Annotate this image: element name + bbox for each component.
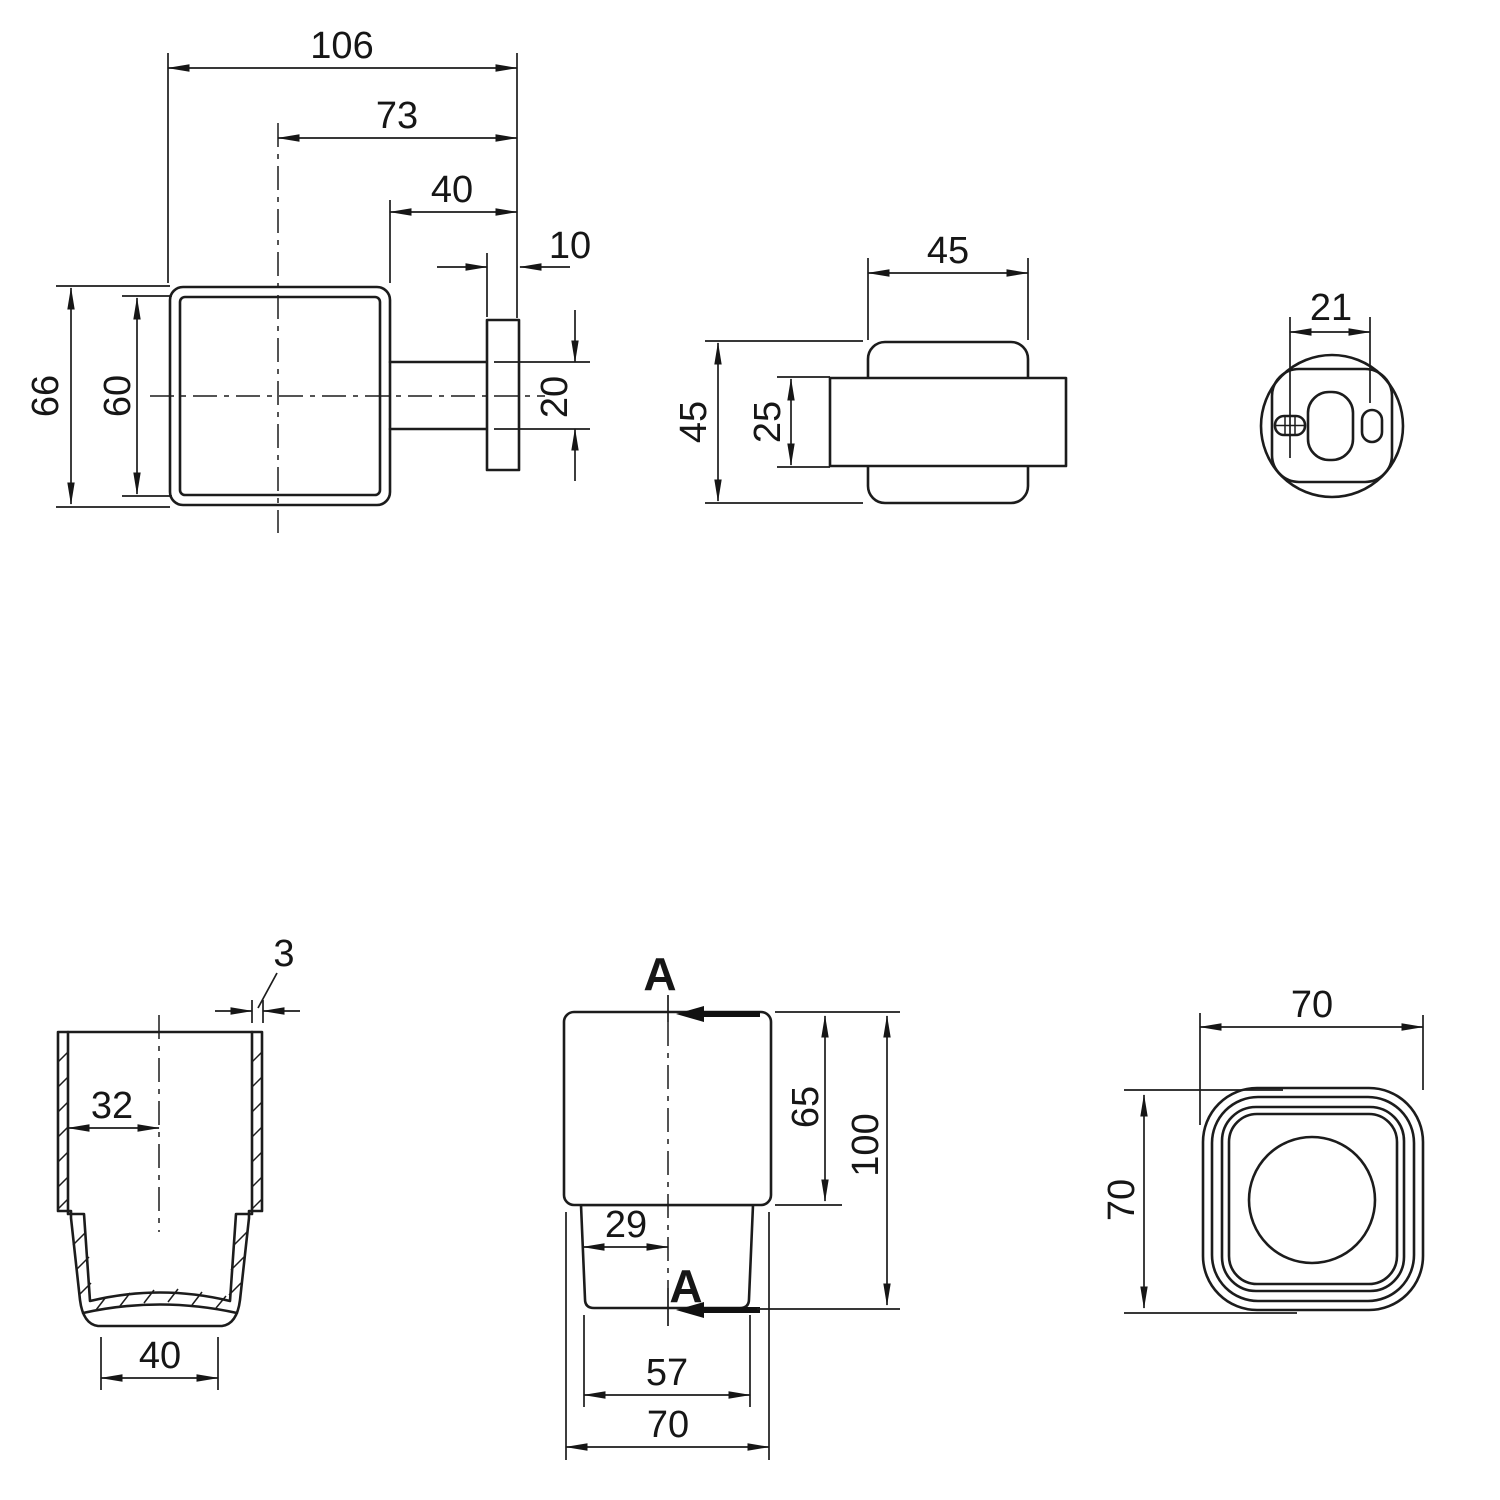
section-hatching bbox=[57, 1051, 263, 1311]
dim-label-70-top: 70 bbox=[1291, 984, 1333, 1026]
cup-top-opening bbox=[1227, 1112, 1399, 1286]
wall-plate-back-view: 21 bbox=[1259, 287, 1405, 499]
cup-bottom-arc bbox=[81, 1303, 239, 1315]
holder-side-view: 45 45 25 bbox=[673, 230, 1068, 505]
dim-label-100: 100 bbox=[845, 1113, 887, 1176]
side-slot bbox=[1360, 408, 1384, 444]
keyhole-slot bbox=[1306, 390, 1355, 462]
dim-label-65: 65 bbox=[785, 1086, 827, 1128]
section-label-bottom: A bbox=[669, 1260, 702, 1312]
dim-label-29: 29 bbox=[605, 1204, 647, 1246]
cup-elevation-view: A A 65 100 29 57 70 bbox=[562, 948, 900, 1460]
cup-section-view: 3 32 40 bbox=[56, 933, 300, 1390]
cup-outer-profile bbox=[56, 1030, 264, 1328]
section-label-top: A bbox=[643, 948, 676, 1000]
dim-label-45-width: 45 bbox=[927, 230, 969, 272]
cup-inner-profile bbox=[66, 1030, 254, 1303]
dim-label-70-left: 70 bbox=[1101, 1179, 1143, 1221]
dim-label-70-width: 70 bbox=[647, 1404, 689, 1446]
section-arrow-bottom bbox=[676, 1302, 760, 1318]
plate-outline-circle bbox=[1259, 353, 1405, 499]
arm-side bbox=[828, 376, 1068, 468]
dim-label-40: 40 bbox=[431, 169, 473, 211]
dim-label-60: 60 bbox=[97, 375, 139, 417]
dim-label-21: 21 bbox=[1310, 287, 1352, 329]
dim-label-73: 73 bbox=[376, 95, 418, 137]
dim-label-25: 25 bbox=[747, 401, 789, 443]
dim-label-66: 66 bbox=[25, 375, 67, 417]
cup-top-rim-inner bbox=[1220, 1105, 1406, 1293]
wall-plate-edge bbox=[485, 318, 521, 472]
dim-label-3: 3 bbox=[273, 933, 294, 975]
leader-line-3 bbox=[257, 972, 278, 1009]
holder-body-behind bbox=[1270, 367, 1394, 484]
cup-top-rim-outer bbox=[1210, 1095, 1416, 1303]
dim-label-40-bottom: 40 bbox=[139, 1335, 181, 1377]
section-arrow-top bbox=[676, 1006, 760, 1022]
dim-label-106: 106 bbox=[310, 25, 373, 67]
dim-label-45-height: 45 bbox=[673, 401, 715, 443]
dim-label-20: 20 bbox=[534, 376, 576, 418]
dim-label-57: 57 bbox=[646, 1352, 688, 1394]
holder-front-view: 106 73 40 10 66 60 20 bbox=[25, 25, 591, 533]
dim-label-10: 10 bbox=[549, 225, 591, 267]
dim-label-32: 32 bbox=[91, 1085, 133, 1127]
cup-top-bottom-circle bbox=[1247, 1135, 1377, 1265]
cup-top-view: 70 70 bbox=[1101, 984, 1425, 1314]
cup-top-outer bbox=[1201, 1086, 1425, 1312]
